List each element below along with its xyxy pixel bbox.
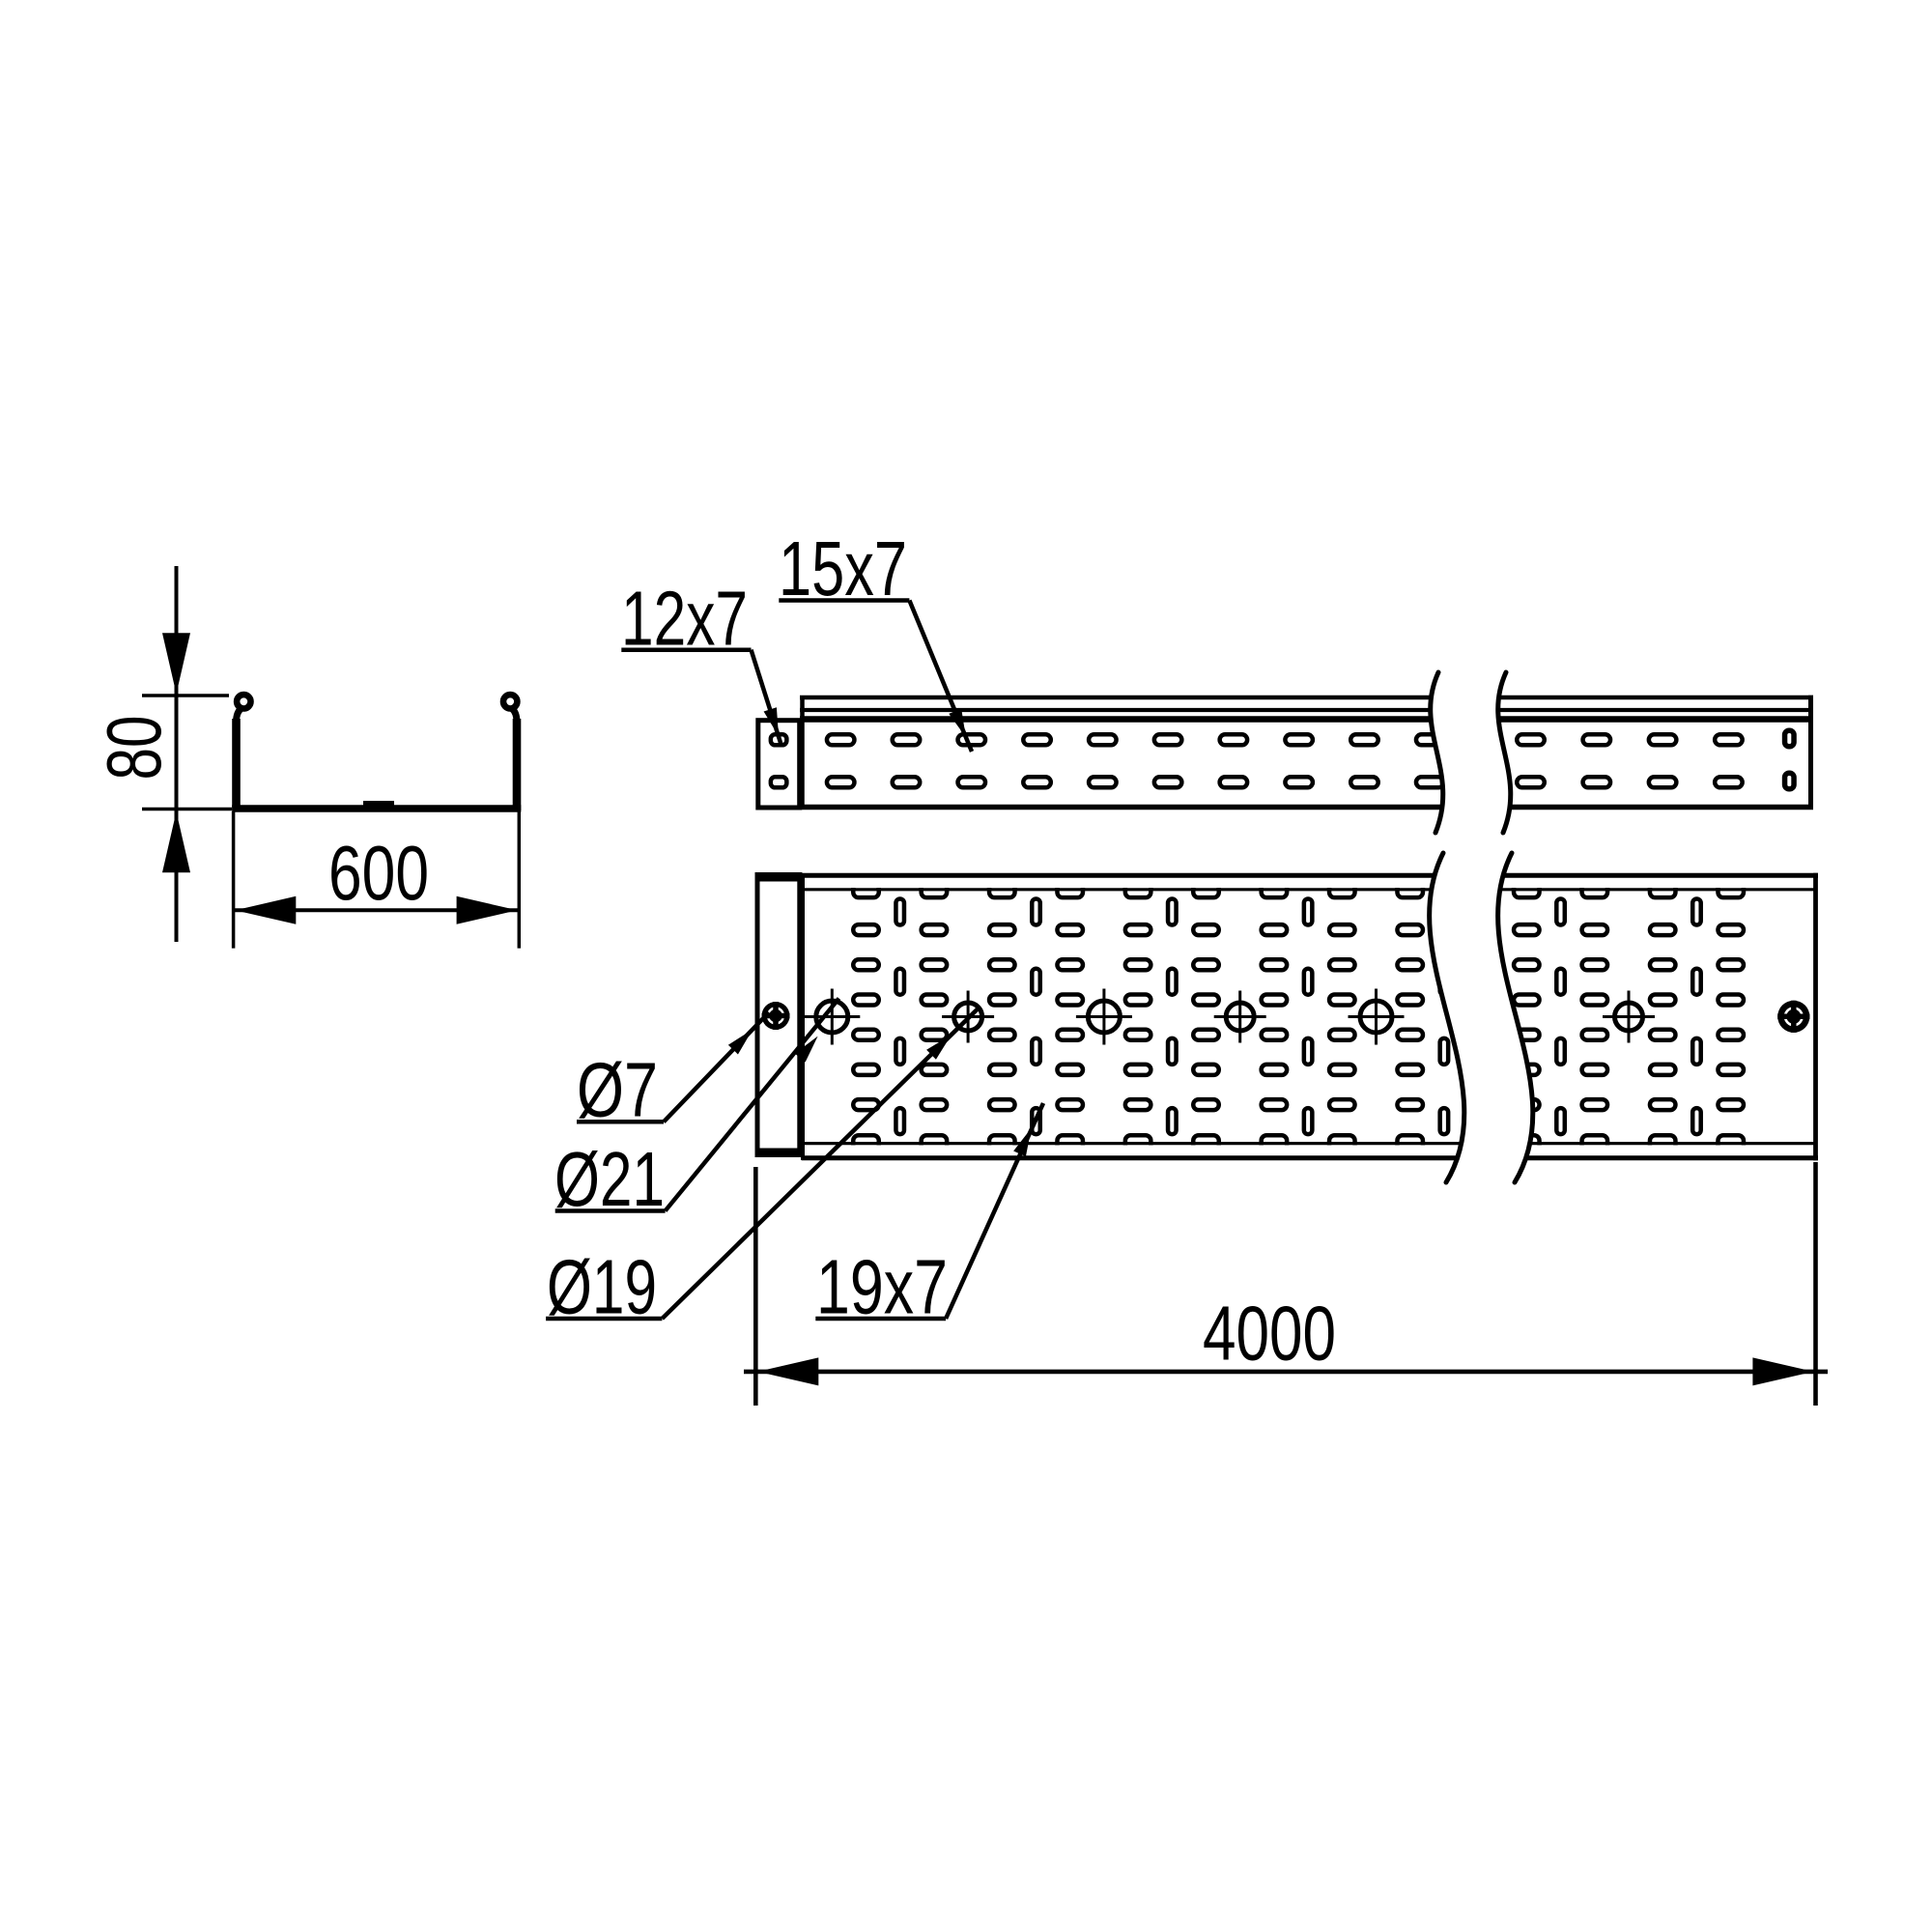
svg-text:12x7: 12x7 (621, 576, 748, 662)
svg-text:Ø21: Ø21 (554, 1136, 665, 1222)
svg-text:19x7: 19x7 (816, 1244, 948, 1330)
svg-text:4000: 4000 (1203, 1291, 1336, 1377)
svg-text:Ø7: Ø7 (577, 1047, 658, 1133)
svg-text:600: 600 (328, 830, 429, 916)
svg-text:80: 80 (91, 716, 177, 781)
svg-text:15x7: 15x7 (779, 526, 907, 611)
svg-text:Ø19: Ø19 (547, 1244, 657, 1330)
